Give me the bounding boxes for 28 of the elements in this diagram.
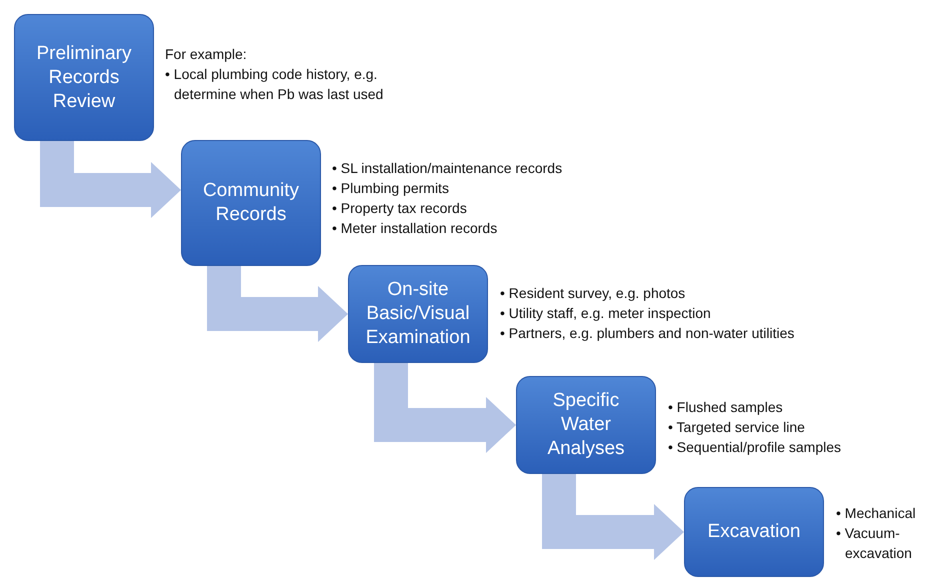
bent-arrow <box>207 266 348 342</box>
note-text: For example: <box>165 45 248 64</box>
bullet-item: • Meter installation records <box>332 219 498 238</box>
bullet-item: • Targeted service line <box>668 418 806 437</box>
bent-arrow <box>40 141 181 218</box>
step-title: On-site Basic/Visual Examination <box>366 278 470 350</box>
bullet-item: • Vacuum-excavation <box>836 524 913 563</box>
process-box <box>684 487 824 577</box>
process-box <box>14 14 154 141</box>
process-box <box>348 265 488 363</box>
bullet-item: • SL installation/maintenance records <box>332 159 564 178</box>
bent-arrow <box>374 363 516 453</box>
step-title: Specific Water Analyses <box>546 389 626 461</box>
bullet-item: • Sequential/profile samples <box>668 438 842 457</box>
bullet-item: • Resident survey, e.g. photos <box>500 284 686 303</box>
bullet-item: • Mechanical <box>836 504 917 523</box>
step-title: Excavation <box>708 520 800 544</box>
bullet-item: • Plumbing permits <box>332 179 450 198</box>
bullet-item: • Flushed samples <box>668 398 784 417</box>
bullet-item: • Utility staff, e.g. meter inspection <box>500 304 712 323</box>
process-box <box>181 140 321 266</box>
bullet-item: • Partners, e.g. plumbers and non-water utilities <box>500 324 796 343</box>
bullet-item: • Property tax records <box>332 199 468 218</box>
bent-arrow <box>542 474 684 560</box>
step-title: Community Records <box>202 179 300 227</box>
process-box <box>516 376 656 474</box>
step-title: Preliminary Records Review <box>35 42 133 114</box>
bullet-item: • Local plumbing code history, e.g. determine when Pb was last used <box>165 65 384 104</box>
